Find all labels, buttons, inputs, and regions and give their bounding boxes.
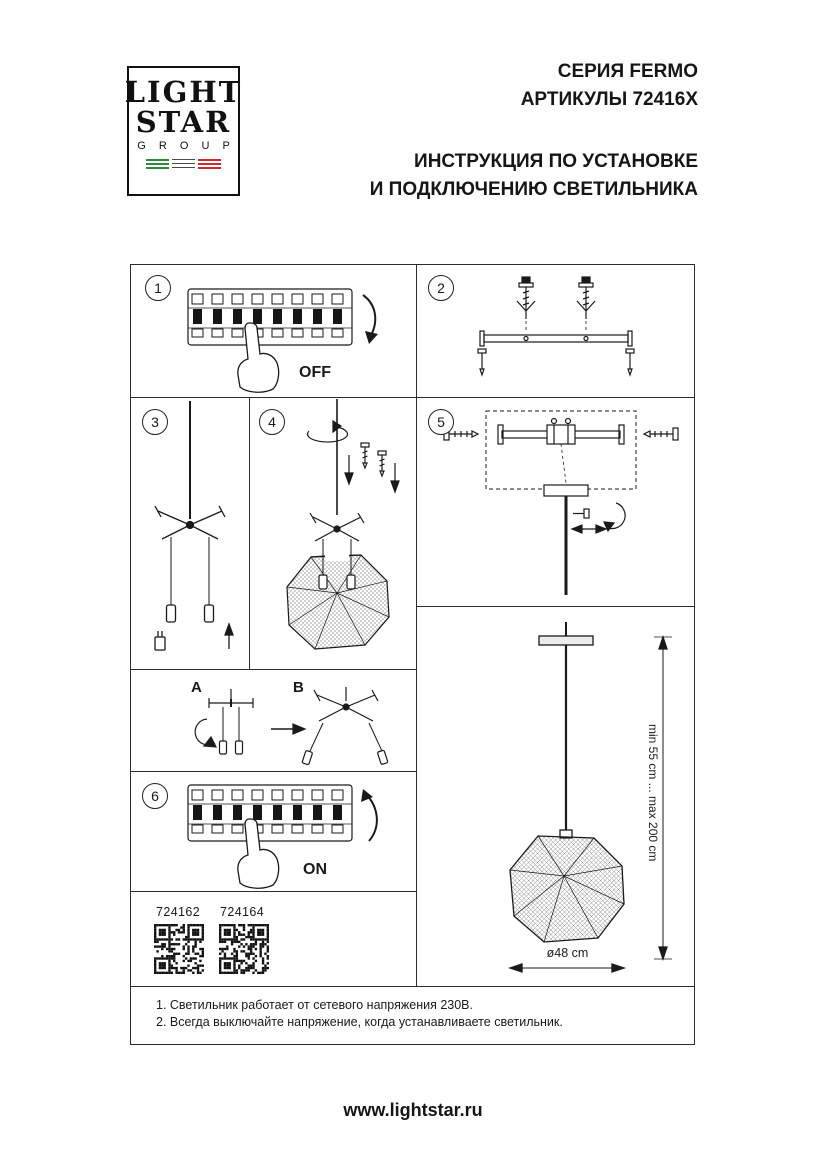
step-6-number: 6 <box>151 788 159 804</box>
anchor-bolt-right <box>576 276 596 319</box>
step-6-badge: 6 <box>142 783 168 809</box>
product-code-2: 724164 <box>220 905 265 919</box>
step-3-number: 3 <box>151 414 159 430</box>
screw-right <box>625 348 635 377</box>
instruction-title-line2: И ПОДКЛЮЧЕНИЮ СВЕТИЛЬНИКА <box>369 179 698 200</box>
variant-b-label: B <box>293 679 304 696</box>
product-codes-panel: 724162 724164 <box>131 891 416 986</box>
flag-green-stripe <box>145 159 169 171</box>
lightstar-logo: LIGHT STAR G R O U P <box>124 66 243 196</box>
series-title: СЕРИЯ FERMO <box>557 61 698 82</box>
diameter-dimension-label: ø48 cm <box>546 946 589 960</box>
step-2-panel: 2 <box>416 265 695 397</box>
pendant-lamp-diagram <box>507 622 672 973</box>
shade-wireframe <box>509 835 625 943</box>
step-3-panel: 3 <box>131 397 249 669</box>
qr-code-1 <box>154 924 204 974</box>
header-titles: СЕРИЯ FERMO АРТИКУЛЫ 72416X ИНСТРУКЦИЯ П… <box>370 58 698 204</box>
screw-icon <box>377 450 387 478</box>
lamp-socket-icon <box>154 631 166 651</box>
website-text: www.lightstar.ru <box>343 1100 483 1120</box>
shade-wireframe <box>286 554 390 650</box>
set-screw-icon <box>573 508 590 519</box>
diameter-dimension-line <box>507 963 627 973</box>
divider <box>249 397 250 669</box>
height-dimension-line <box>654 634 672 962</box>
spider-bracket <box>309 512 365 542</box>
flag-red-stripe <box>198 159 222 171</box>
logo-word-group: G R O U P <box>137 140 235 152</box>
step-5-badge: 5 <box>428 409 454 435</box>
mounting-bracket <box>479 330 633 347</box>
canopy-mounting-diagram <box>443 410 679 595</box>
divider <box>131 771 416 772</box>
divider <box>131 891 416 892</box>
terminal-block <box>546 417 576 445</box>
up-arrow-icon <box>224 622 234 649</box>
step-1-panel: 1 <box>131 265 416 397</box>
bracket-variants-diagram <box>194 687 389 766</box>
down-arrow-icon <box>344 455 354 486</box>
step-3-badge: 3 <box>142 409 168 435</box>
hand-icon <box>237 322 280 393</box>
divider <box>131 669 416 670</box>
articles-title: АРТИКУЛЫ 72416X <box>520 89 698 110</box>
rotation-arrow-icon <box>306 419 349 443</box>
instruction-title-line1: ИНСТРУКЦИЯ ПО УСТАНОВКЕ <box>414 151 698 172</box>
flag-white-stripe <box>171 159 196 171</box>
breaker-off-diagram <box>187 288 378 393</box>
screw-left <box>477 348 487 377</box>
step-4-panel: 4 <box>249 397 416 669</box>
step-4-number: 4 <box>268 414 276 430</box>
breaker-on-diagram <box>187 784 378 889</box>
on-label: ON <box>303 861 327 878</box>
italy-flag-icon <box>145 159 222 171</box>
step-6-panel: 6 <box>131 771 416 891</box>
off-label: OFF <box>299 364 331 381</box>
suspension-assembly-diagram <box>154 401 234 651</box>
step-4-badge: 4 <box>259 409 285 435</box>
shade-assembly-diagram <box>286 399 400 650</box>
down-arrow-icon <box>390 463 400 494</box>
product-code-1: 724162 <box>156 905 201 919</box>
spider-bracket <box>154 505 226 540</box>
variant-b-drawing <box>301 687 389 766</box>
divider <box>416 265 417 986</box>
step-2-badge: 2 <box>428 275 454 301</box>
curved-arrow-up-icon <box>361 789 378 842</box>
instruction-grid: 1 <box>130 264 695 1045</box>
step-5-number: 5 <box>437 414 445 430</box>
logo-word-star: STAR <box>135 105 232 139</box>
divider <box>131 397 695 398</box>
screw-icon <box>360 442 370 470</box>
divider <box>131 986 695 987</box>
height-dimension-label: min 55 cm ... max 200 cm <box>646 724 660 862</box>
curved-arrow-down-icon <box>362 294 378 344</box>
mounting-hardware-diagram <box>477 276 635 377</box>
safety-notes-panel: 1. Светильник работает от сетевого напря… <box>131 986 695 1045</box>
step-2-number: 2 <box>437 280 445 296</box>
transition-arrow-icon <box>271 723 307 735</box>
note-2: 2. Всегда выключайте напряжение, когда у… <box>156 1015 563 1029</box>
logo-word-light: LIGHT <box>124 75 243 109</box>
hand-icon <box>237 818 280 889</box>
qr-code-2 <box>219 924 269 974</box>
note-1: 1. Светильник работает от сетевого напря… <box>156 998 473 1012</box>
divider <box>416 606 695 607</box>
step-1-badge: 1 <box>145 275 171 301</box>
pendant-dimensions-panel: min 55 cm ... max 200 cm ø48 cm <box>416 606 695 986</box>
variant-a-label: A <box>191 679 202 696</box>
screw-right-icon <box>642 427 679 441</box>
step-1-number: 1 <box>154 280 162 296</box>
step-5-panel: 5 <box>416 397 695 606</box>
canopy-plate <box>543 484 589 497</box>
ceiling-plate <box>538 635 594 646</box>
double-arrow-icon <box>570 524 608 534</box>
anchor-bolt-left <box>516 276 536 319</box>
bracket-variants-panel: A B <box>131 669 416 771</box>
rotation-arrow-icon <box>603 502 626 533</box>
variant-a-drawing <box>194 689 254 755</box>
